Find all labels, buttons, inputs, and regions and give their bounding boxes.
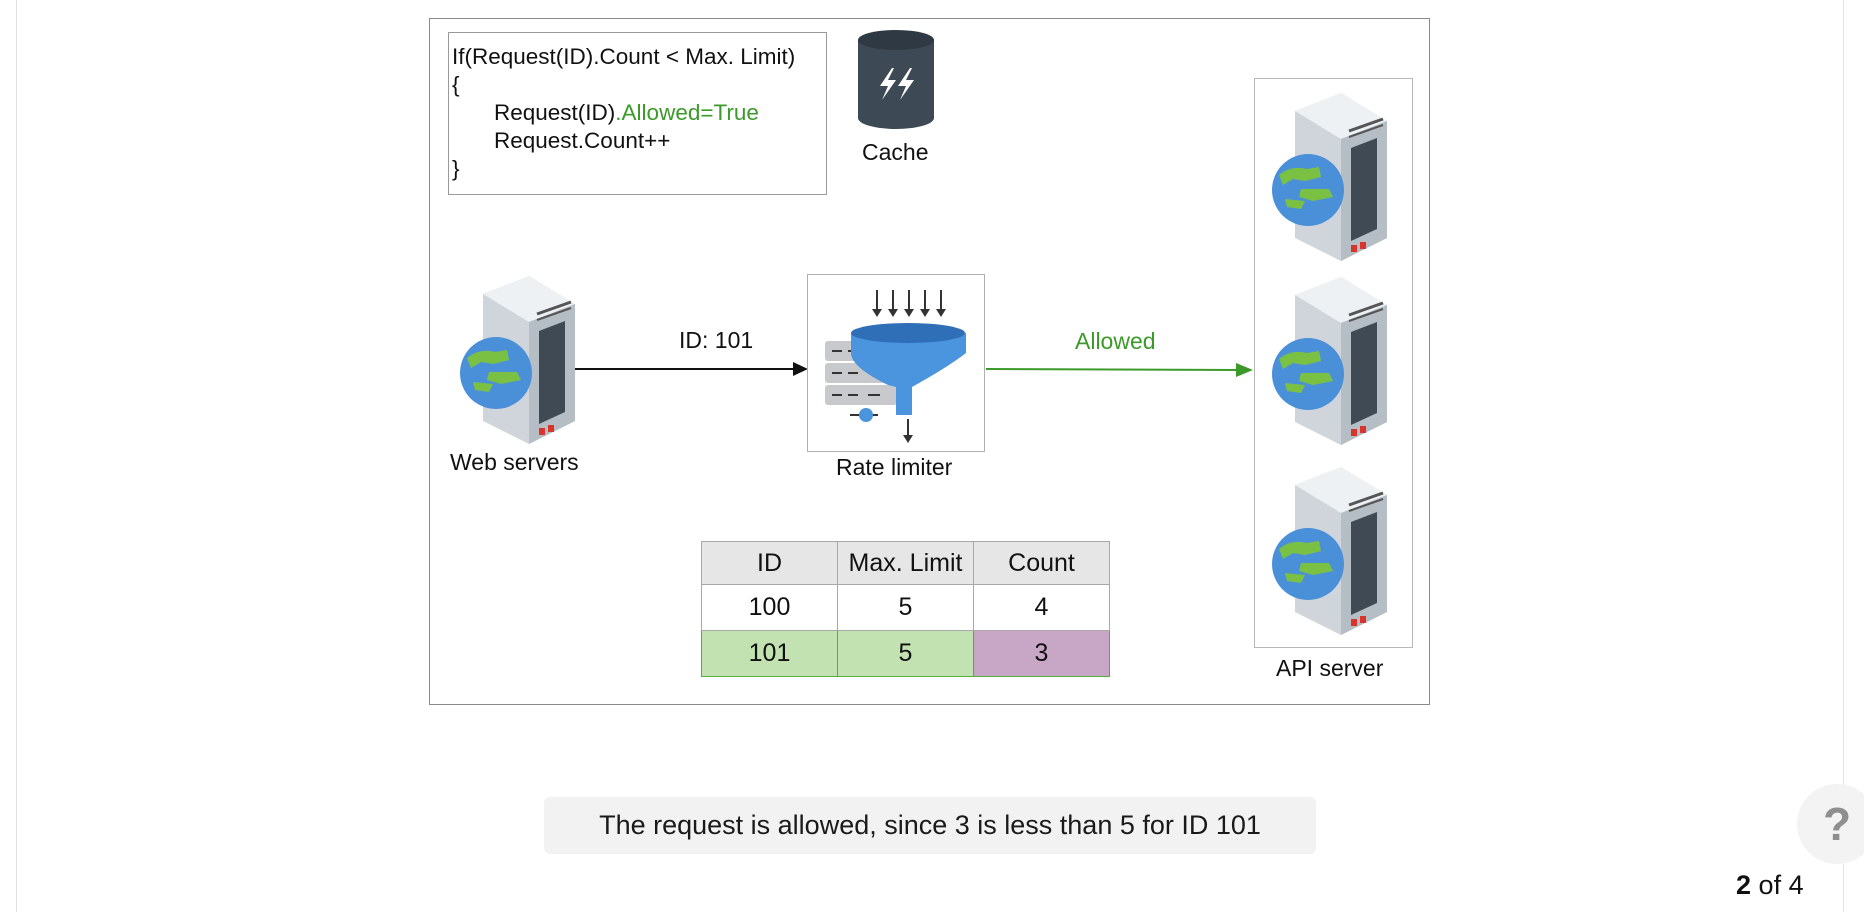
cell-count: 3 <box>973 630 1110 677</box>
code-line-condition: If(Request(ID).Count < Max. Limit) <box>452 44 796 69</box>
request-id-label: ID: 101 <box>679 327 754 353</box>
diagram-frame: If(Request(ID).Count < Max. Limit) { Req… <box>429 18 1430 705</box>
pager-total: of 4 <box>1758 870 1804 900</box>
api-server-label: API server <box>1276 655 1384 681</box>
code-box: If(Request(ID).Count < Max. Limit) { Req… <box>448 32 827 195</box>
code-allowed-value: .Allowed=True <box>615 100 759 125</box>
caption-text: The request is allowed, since 3 is less … <box>599 810 1261 840</box>
header-max-limit: Max. Limit <box>837 541 974 585</box>
web-server-icon <box>460 276 575 444</box>
cell-max-limit: 5 <box>837 584 974 631</box>
question-icon: ? <box>1823 798 1852 850</box>
header-id: ID <box>701 541 838 585</box>
header-count: Count <box>973 541 1110 585</box>
cell-count: 4 <box>973 584 1110 631</box>
allowed-arrow <box>986 363 1253 377</box>
funnel-icon <box>825 290 966 443</box>
cell-max-limit: 5 <box>837 630 974 677</box>
code-line-allowed: Request(ID).Allowed=True <box>452 99 826 127</box>
help-button[interactable]: ? <box>1797 784 1864 864</box>
code-line-open-brace: { <box>452 72 460 97</box>
code-line-increment: Request.Count++ <box>494 128 671 153</box>
allowed-label: Allowed <box>1075 328 1156 354</box>
cache-label: Cache <box>862 139 929 165</box>
left-border <box>16 0 17 912</box>
code-line-close-brace: } <box>452 156 460 181</box>
slide-caption: The request is allowed, since 3 is less … <box>544 797 1316 854</box>
slide-pager: 2 of 4 <box>1736 870 1804 901</box>
code-allowed-prefix: Request(ID) <box>494 100 616 125</box>
pager-current: 2 <box>1736 870 1752 900</box>
table-row-highlighted: 101 5 3 <box>701 630 1110 677</box>
rate-limiter-box <box>807 274 985 452</box>
cell-id: 100 <box>701 584 838 631</box>
api-server-box <box>1254 78 1413 648</box>
rate-limiter-label: Rate limiter <box>836 454 953 480</box>
rate-limit-table: ID Max. Limit Count 100 5 4 101 5 3 <box>701 541 1110 677</box>
right-border <box>1843 0 1844 912</box>
api-server-icon <box>1272 277 1387 445</box>
database-icon <box>858 30 934 129</box>
table-row: 100 5 4 <box>701 584 1110 631</box>
api-server-icon <box>1272 467 1387 635</box>
api-server-icon <box>1272 93 1387 261</box>
request-arrow <box>575 362 808 376</box>
web-servers-label: Web servers <box>450 449 579 475</box>
cell-id: 101 <box>701 630 838 677</box>
table-header-row: ID Max. Limit Count <box>701 541 1110 585</box>
